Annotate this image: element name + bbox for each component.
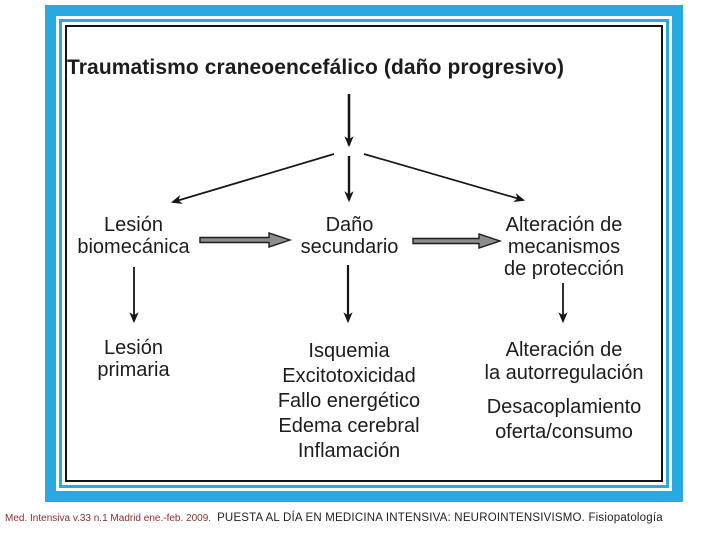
node-primary-injury: Lesión primaria — [67, 337, 200, 381]
node-label-line: secundario — [300, 236, 399, 258]
diagram-title: Traumatismo craneoencefálico (daño progr… — [67, 56, 565, 79]
arrow-fork-to-biomechanical — [170, 153, 335, 204]
list-item: Isquemia — [308, 340, 390, 362]
flowchart-canvas: Traumatismo craneoencefálico (daño progr… — [65, 25, 663, 482]
citation-source: Med. Intensiva v.33 n.1 Madrid ene.-feb.… — [5, 513, 212, 524]
list-secondary-outcomes: Isquemia Excitotoxicidad Fallo energétic… — [263, 339, 435, 464]
node-label-line: Lesión — [104, 214, 163, 236]
arrow-fork-to-protection — [363, 153, 526, 202]
node-biomechanical-injury: Lesión biomecánica — [67, 214, 200, 258]
list-item: Inflamación — [297, 440, 401, 462]
list-item: Desacoplamiento — [486, 396, 642, 418]
list-item: Fallo energético — [277, 390, 421, 412]
list-item: Edema cerebral — [278, 415, 420, 437]
list-item: la autorregulación — [484, 362, 644, 384]
node-label-line: Daño — [325, 214, 374, 236]
node-secondary-damage: Daño secundario — [283, 214, 416, 258]
arrows-layer — [129, 94, 568, 324]
list-item: oferta/consumo — [495, 421, 633, 443]
node-label-line: primaria — [97, 359, 170, 381]
node-label-line: biomecánica — [77, 236, 190, 258]
slide-frame-inner: Traumatismo craneoencefálico (daño progr… — [59, 19, 669, 488]
slide-frame: Traumatismo craneoencefálico (daño progr… — [45, 5, 683, 502]
block-arrow-biomechanical-to-secondary — [199, 232, 293, 248]
citation-caption: Med. Intensiva v.33 n.1 Madrid ene.-feb.… — [5, 512, 663, 524]
block-arrow-secondary-to-protection — [412, 233, 503, 249]
citation-article-title: PUESTA AL DÍA EN MEDICINA INTENSIVA: NEU… — [217, 512, 663, 524]
list-protection-outcomes-uncoupling: Desacoplamiento oferta/consumo — [468, 395, 660, 445]
list-protection-outcomes-autoregulation: Alteración de la autorregulación — [468, 339, 660, 385]
list-item: Alteración de — [505, 339, 623, 361]
diagram-title-text: Traumatismo craneoencefálico (daño progr… — [67, 56, 565, 79]
list-item: Excitotoxicidad — [282, 365, 416, 387]
node-label-line: de protección — [503, 258, 625, 280]
node-label-line: Lesión — [104, 337, 163, 359]
node-label-line: Alteración de — [505, 214, 623, 236]
node-label-line: mecanismos — [507, 236, 621, 258]
node-protection-mechanisms: Alteración de mecanismos de protección — [488, 214, 640, 280]
